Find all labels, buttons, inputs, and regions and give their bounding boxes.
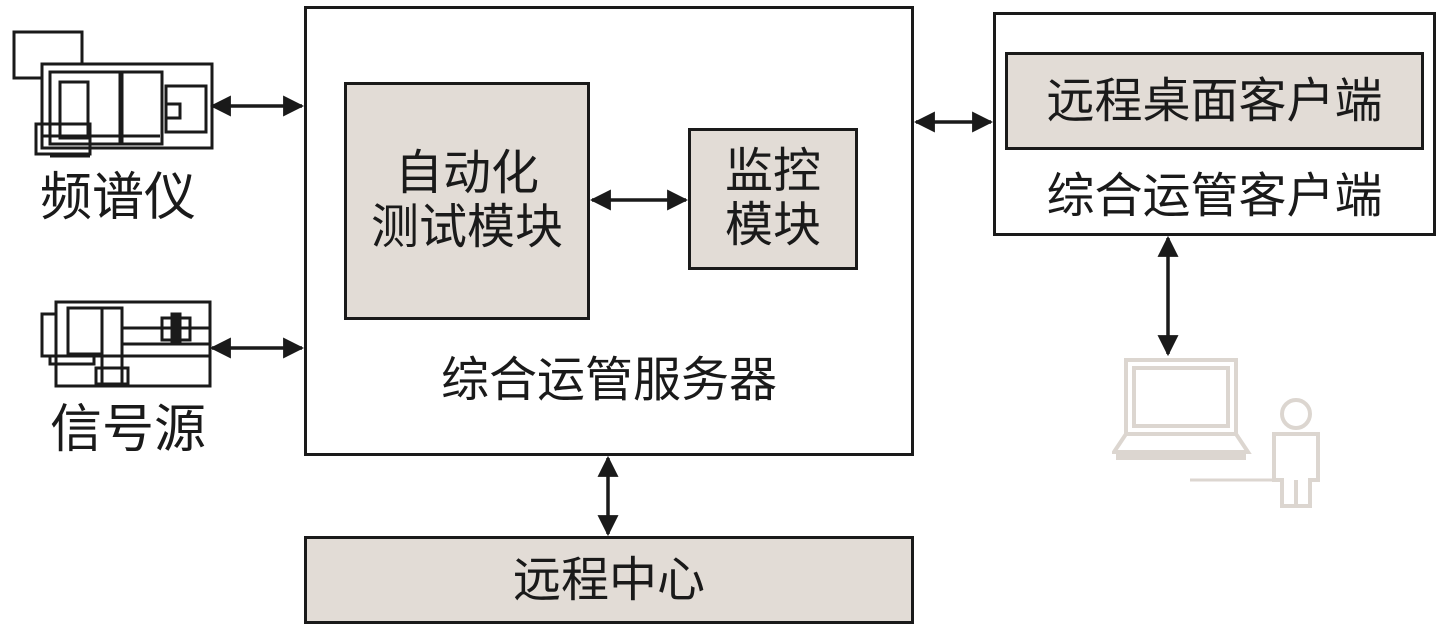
client-title: 综合运管客户端 [1046, 168, 1383, 224]
laptop-icon [1112, 358, 1252, 460]
spectrum-analyzer-icon [12, 30, 214, 158]
auto-test-module-line1: 自动化 [394, 145, 539, 202]
monitor-module: 监控 模块 [688, 128, 858, 270]
auto-test-module-line2: 测试模块 [370, 199, 563, 255]
server-title: 综合运管服务器 [440, 352, 777, 408]
signal-generator-icon [40, 300, 212, 388]
remote-center-label: 远程中心 [512, 552, 705, 608]
monitor-module-line1: 监控 [724, 143, 821, 200]
auto-test-module: 自动化 测试模块 [344, 82, 590, 320]
signal-source-label: 信号源 [50, 400, 207, 460]
user-icon [1190, 398, 1320, 508]
remote-center: 远程中心 [304, 536, 914, 624]
monitor-module-line2: 模块 [724, 197, 821, 253]
spectrum-analyzer-label: 频谱仪 [40, 168, 197, 228]
remote-desktop-client: 远程桌面客户端 [1005, 52, 1424, 150]
remote-desktop-client-label: 远程桌面客户端 [1046, 73, 1383, 129]
